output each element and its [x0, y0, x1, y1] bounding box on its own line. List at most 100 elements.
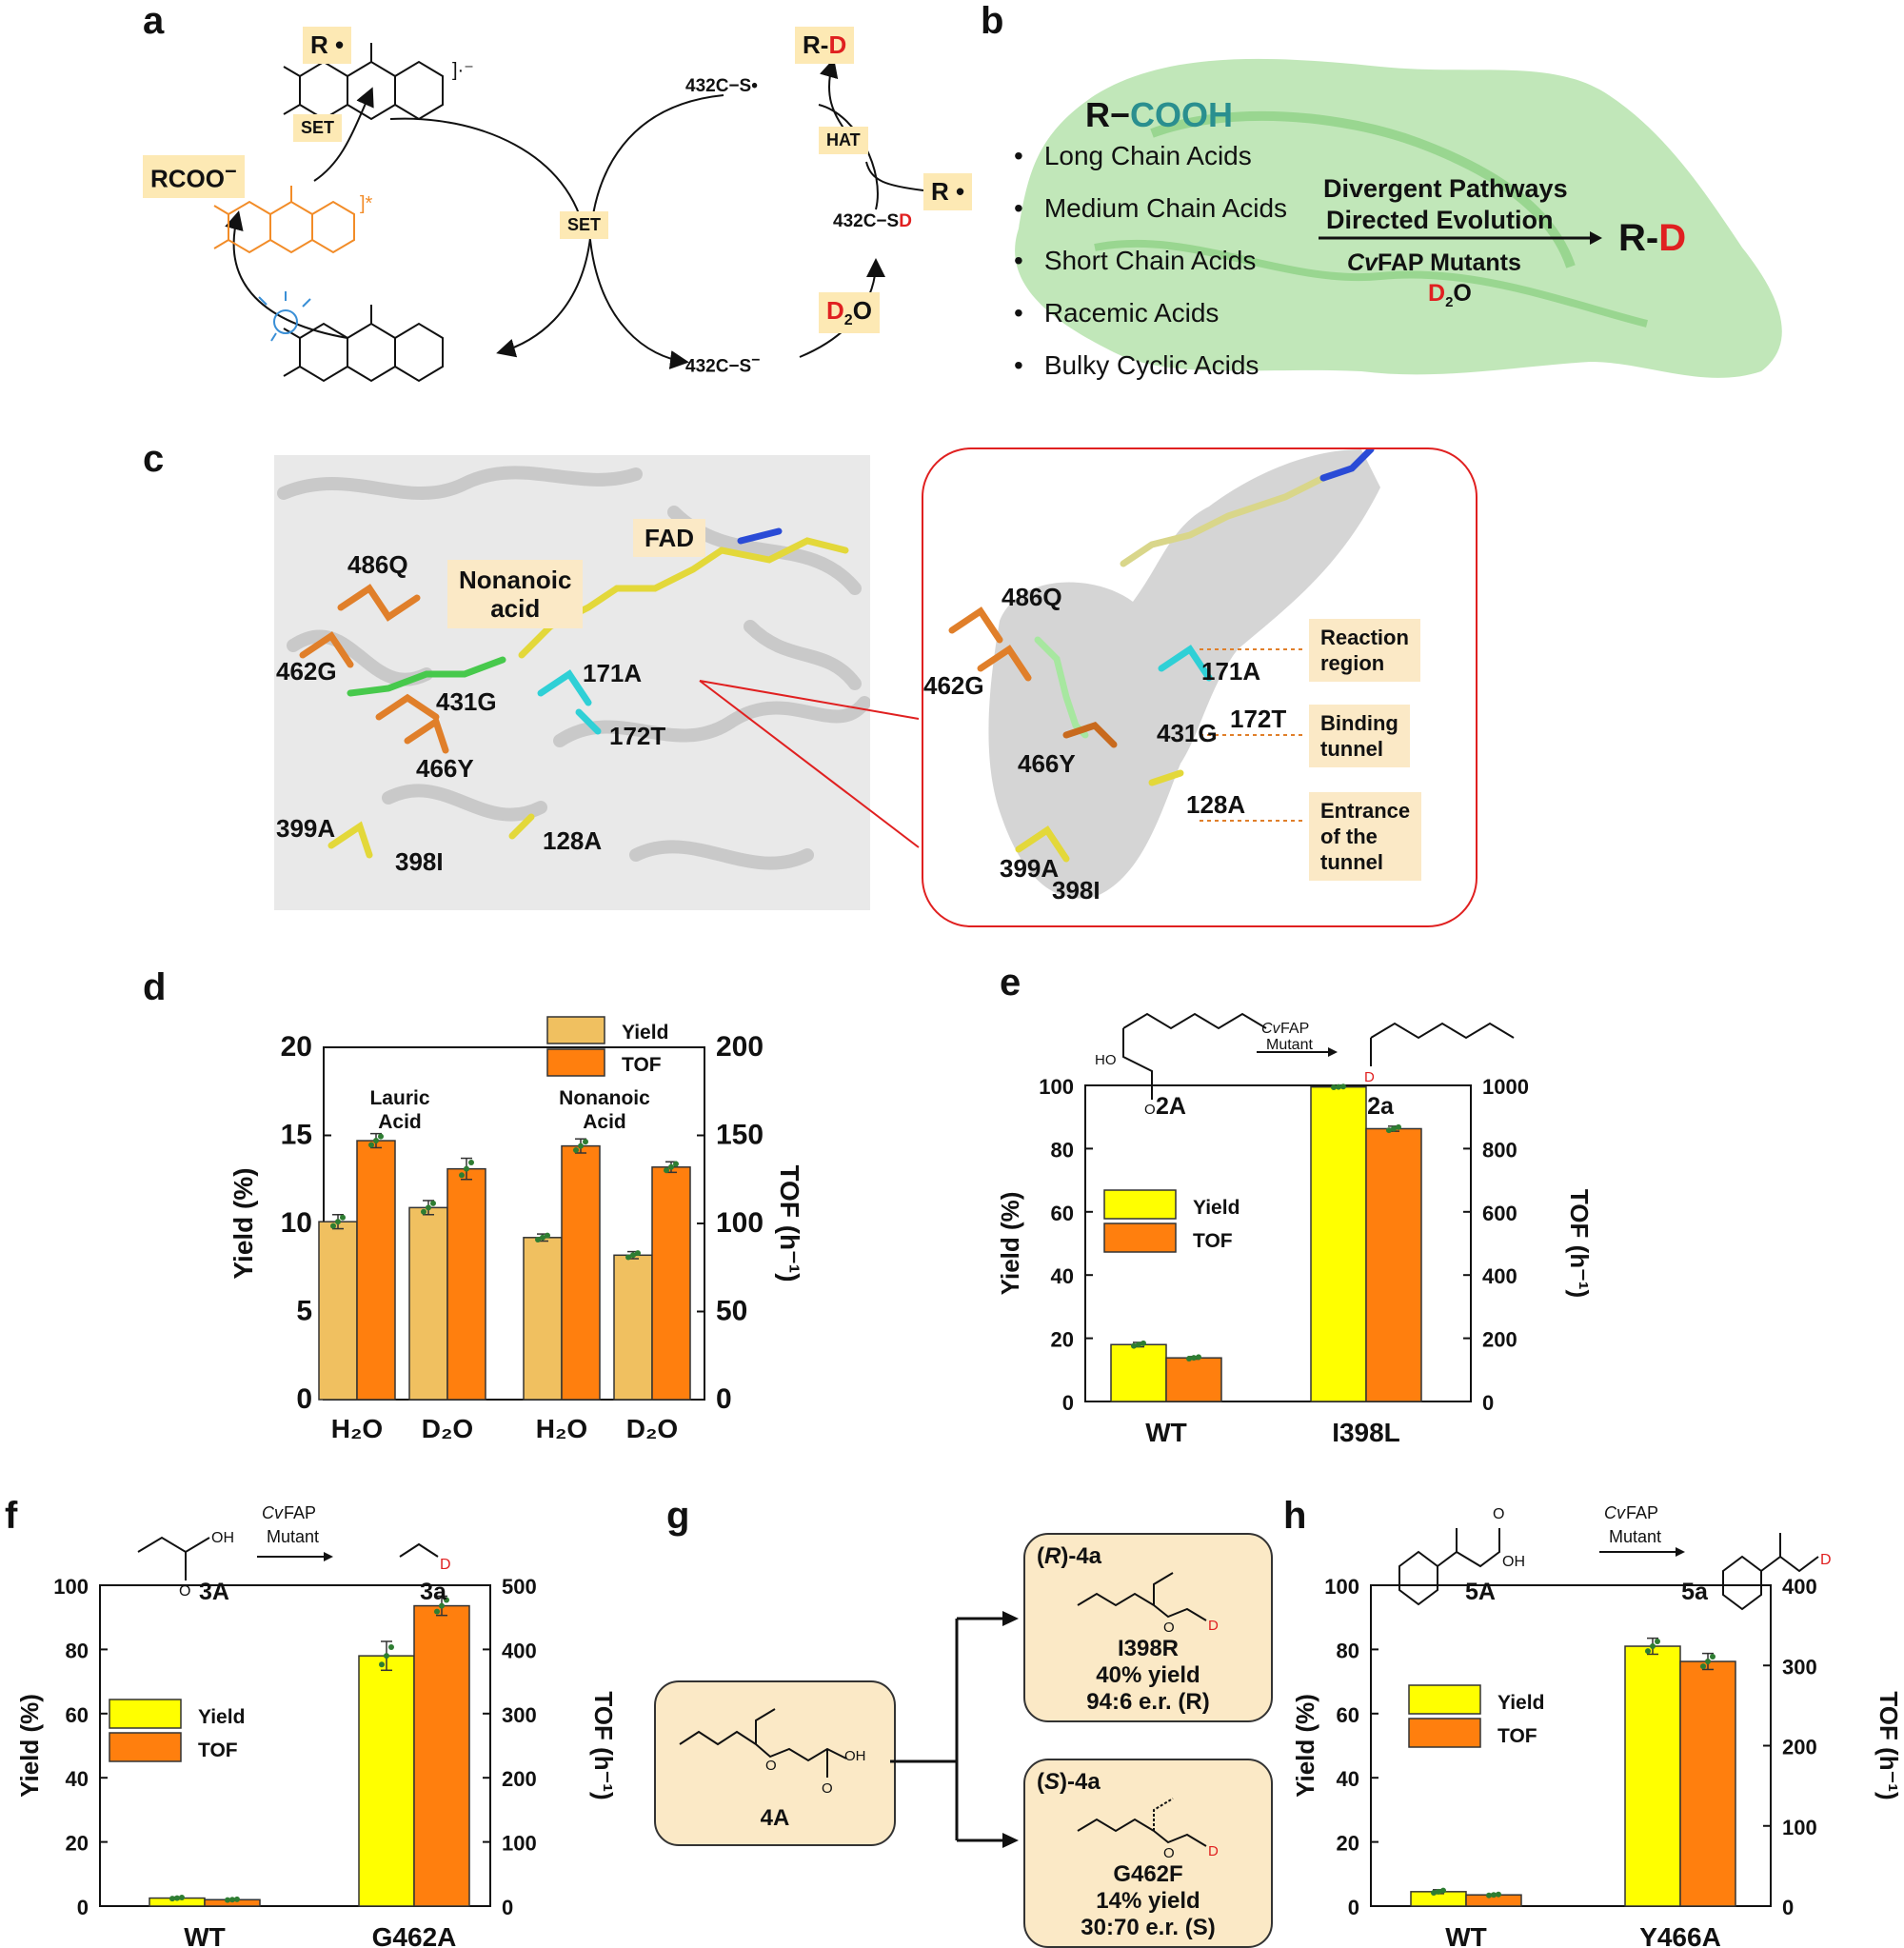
legend-swatch-tof: [546, 1048, 605, 1077]
s-o: O: [1163, 1845, 1175, 1861]
y2-axis-label: TOF (h⁻¹): [775, 1164, 804, 1282]
scheme-f-cv: Cv: [262, 1504, 284, 1522]
residue-label: 128A: [543, 826, 603, 855]
residue-label: 172T: [1230, 705, 1287, 733]
category-label: WT: [184, 1922, 226, 1947]
legend-label: Yield: [1497, 1692, 1544, 1714]
rcoo-box: RCOO−: [143, 155, 245, 198]
scheme-h: O OH D Cv FAP Mutant: [1398, 1503, 1832, 1611]
data-point: [468, 1159, 474, 1165]
y-tick-label: 5: [296, 1296, 312, 1327]
data-point: [335, 1219, 341, 1225]
y2-tick-label: 100: [716, 1207, 764, 1239]
arrow-bottom-o: O: [1453, 280, 1472, 307]
residue-label: 171A: [583, 659, 643, 687]
product-rd: R-D: [1618, 217, 1686, 260]
fad-label: FAD: [633, 519, 705, 557]
acid-scope-label: Short Chain Acids: [1043, 246, 1257, 275]
residue-label: 128A: [1186, 790, 1246, 819]
y-axis-label: Yield (%): [15, 1694, 44, 1798]
y-tick-label: 20: [281, 1031, 312, 1063]
annotation-line: tunnel: [1320, 737, 1383, 761]
legend-label: TOF: [1497, 1725, 1537, 1747]
r-o: O: [1163, 1620, 1175, 1636]
data-point: [421, 1208, 426, 1215]
data-point: [1496, 1891, 1501, 1898]
d2o-d: D: [826, 296, 844, 325]
category-label: D₂O: [626, 1414, 678, 1443]
bullet-icon: •: [1014, 350, 1023, 380]
data-point: [1705, 1659, 1711, 1665]
scheme-e: HO O D Cv FAP Mutant: [1095, 1012, 1515, 1114]
residue-label: 462G: [923, 671, 984, 700]
data-point: [174, 1895, 180, 1901]
r-radical-arrow: [865, 161, 924, 191]
y-tick-label: 100: [1324, 1575, 1359, 1599]
panel-letter-b: b: [981, 0, 1004, 42]
panel-letter-h: h: [1283, 1495, 1307, 1537]
arrow-top-line-1: Divergent Pathways: [1323, 174, 1568, 203]
plot-frame: [1084, 1084, 1472, 1402]
protein-structure-left: [274, 455, 870, 910]
y-tick-label: 40: [1337, 1767, 1359, 1791]
scheme-h-mutant: Mutant: [1609, 1527, 1661, 1546]
residue-label: 462G: [276, 657, 337, 686]
product-s-title: (S)-4a: [1037, 1768, 1282, 1797]
data-point: [583, 1139, 588, 1145]
residue-label: 399A: [276, 814, 336, 843]
legend-label: TOF: [1193, 1230, 1233, 1252]
data-point: [378, 1133, 384, 1140]
data-point: [444, 1597, 449, 1603]
r-radical-right-box: R •: [923, 173, 973, 210]
panel-b-reaction-arrow: [1319, 231, 1602, 245]
y2-tick-label: 800: [1482, 1138, 1517, 1162]
bar-tof: [446, 1167, 486, 1401]
category-label: WT: [1145, 1418, 1187, 1447]
substrate-label: 2A: [1156, 1093, 1186, 1120]
hat-label: HAT: [819, 127, 868, 154]
bullet-icon: •: [1014, 193, 1023, 223]
annotation-line: region: [1320, 651, 1385, 675]
data-point: [439, 1602, 445, 1609]
data-point: [434, 1608, 440, 1615]
arrow-bottom-d: D: [1428, 280, 1446, 307]
residue-label: 431G: [1157, 719, 1218, 747]
r-line-2: 40% yield: [1096, 1662, 1200, 1688]
product-r-4a-box: (R)-4a O D I398R 40% yield 94:6 e.r. (R): [1023, 1533, 1273, 1722]
bar-yield: [408, 1206, 448, 1401]
data-point: [664, 1167, 669, 1174]
category-label: I398L: [1332, 1418, 1400, 1447]
bar-yield: [1624, 1645, 1681, 1907]
y-tick-label: 60: [1337, 1703, 1359, 1727]
data-point: [1136, 1342, 1141, 1348]
category-label: H₂O: [331, 1414, 383, 1443]
y-axis-label: Yield (%): [1291, 1694, 1319, 1798]
legend-label: Yield: [198, 1706, 245, 1728]
left-cycle-arc-left: [225, 210, 348, 339]
cys-thiolate-charge: −: [751, 352, 761, 368]
data-point: [1340, 1083, 1346, 1090]
rcoo-charge: −: [225, 159, 237, 183]
y2-tick-label: 0: [1482, 1391, 1494, 1415]
cys-radical-label: 432C−S•: [685, 76, 758, 96]
set-label-1: SET: [293, 114, 343, 142]
hat-arrow: [819, 58, 848, 134]
r-line-1: I398R: [1117, 1636, 1180, 1661]
y-tick-label: 20: [1051, 1328, 1074, 1352]
category-label: WT: [1445, 1922, 1487, 1947]
g4a-o: O: [765, 1758, 777, 1774]
y-tick-label: 80: [66, 1639, 89, 1662]
acid-scope-item: •Bulky Cyclic Acids: [1014, 350, 1259, 381]
bullet-icon: •: [1014, 298, 1023, 328]
data-point: [1486, 1892, 1492, 1898]
scheme-h-oh: OH: [1502, 1554, 1525, 1570]
data-point: [1331, 1084, 1337, 1091]
r-title-post: )-4a: [1061, 1543, 1102, 1569]
bar-tof: [1165, 1357, 1222, 1402]
legend-swatch-yield: [1408, 1684, 1481, 1715]
data-point: [430, 1200, 436, 1206]
scheme-f: OH O D Cv FAP Mutant: [137, 1504, 451, 1600]
y2-axis-label: TOF (h⁻¹): [589, 1691, 618, 1799]
